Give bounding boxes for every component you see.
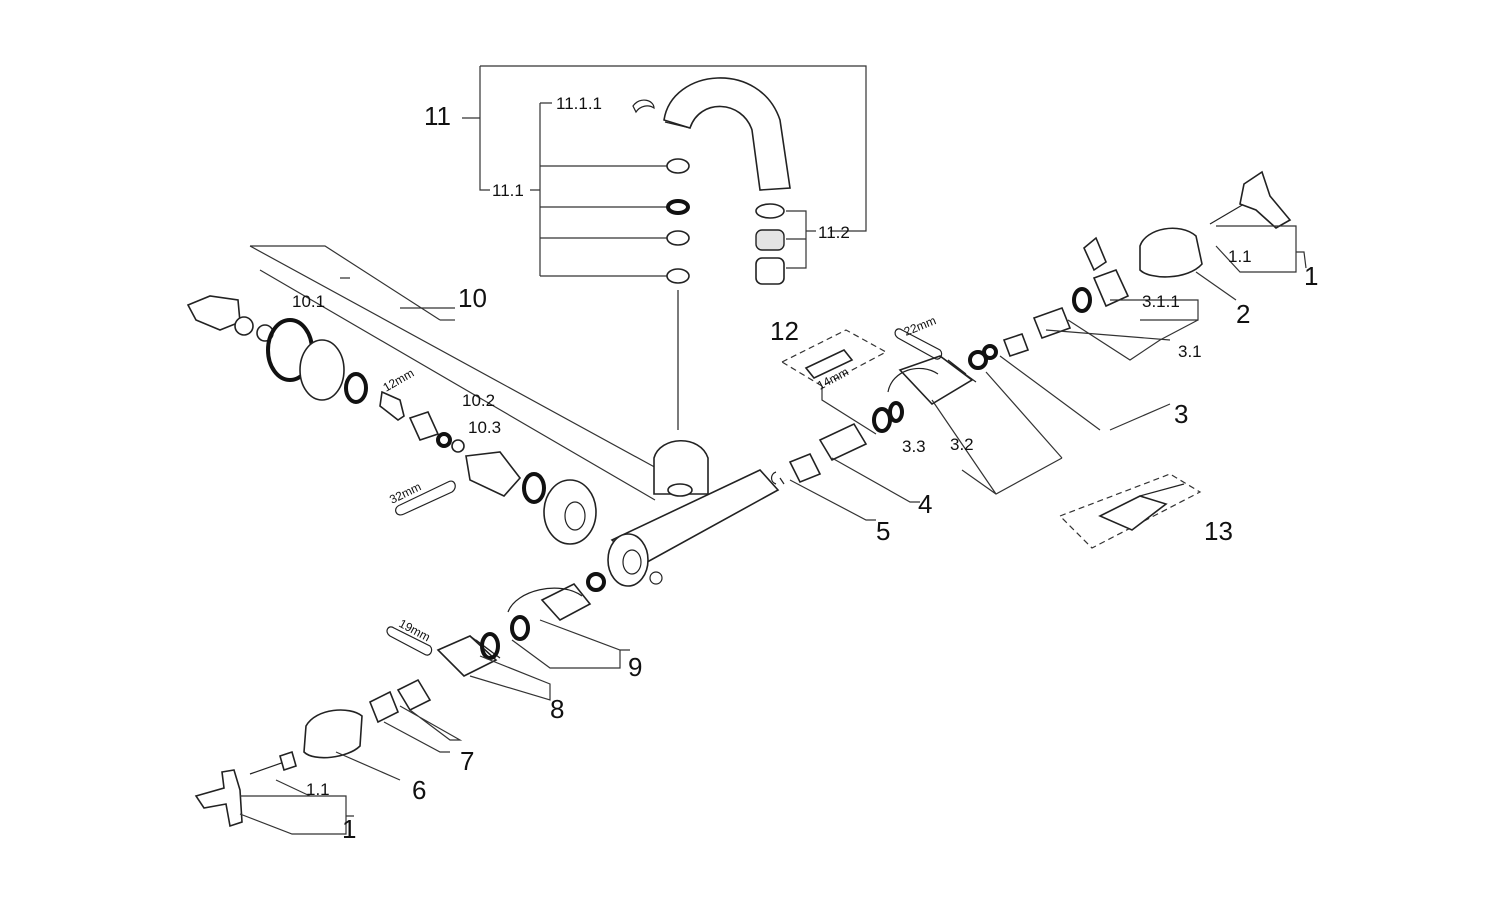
label-10: 10: [458, 283, 487, 313]
label-5: 5: [876, 516, 890, 546]
spout-group: [462, 65, 867, 430]
right-o-ring-c: [1072, 287, 1092, 313]
left-cartridge: [436, 635, 498, 677]
cover-flange-left: [543, 479, 597, 545]
left-valve-group: [194, 572, 630, 835]
label-6: 6: [412, 775, 426, 805]
right-cartridge: [898, 355, 974, 406]
wrench-32mm: [395, 480, 456, 516]
label-11-1-1: 11.1.1: [556, 94, 602, 113]
left-o-ring-9b: [510, 615, 530, 641]
right-o-ring-3-3: [872, 407, 892, 433]
label-3-3: 3.3: [902, 437, 926, 456]
label-7: 7: [460, 746, 474, 776]
tool-19mm: 19mm: [397, 616, 433, 644]
label-13: 13: [1204, 516, 1233, 546]
part-13-box: [1058, 473, 1202, 549]
left-nut-7: [368, 690, 400, 724]
right-o-ring-a: [968, 350, 988, 370]
tool-22mm: 22mm: [902, 313, 938, 338]
s-union: [186, 295, 241, 331]
label-4: 4: [918, 489, 932, 519]
part-labels: 11 11.1.1 11.1 11.2 10 10.1 10.2 10.3 12…: [292, 94, 1318, 844]
right-extension-small: [788, 452, 822, 484]
left-o-ring-9a: [586, 572, 606, 592]
hex-key-12mm: [379, 390, 405, 421]
connection-group: [186, 245, 661, 545]
left-handle-sleeve: [303, 709, 363, 759]
nut-ring: [299, 339, 345, 401]
label-1-top: 1: [1304, 261, 1318, 291]
spout-o-ring: [666, 199, 690, 215]
left-bush-7: [396, 678, 432, 712]
part-13-cartridge: [1098, 495, 1168, 531]
aerator-ring: [755, 203, 785, 219]
wrench-19mm: [386, 626, 433, 656]
label-9: 9: [628, 652, 642, 682]
eccentric-union: [465, 451, 522, 497]
left-cross-handle: [194, 769, 243, 828]
right-cross-handle: [1239, 170, 1292, 229]
label-10-3: 10.3: [468, 418, 501, 437]
right-lever: [1083, 236, 1107, 272]
spout-washer-a: [666, 158, 690, 174]
aerator-insert: [755, 229, 785, 251]
label-10-2: 10.2: [462, 391, 495, 410]
check-valve: [451, 439, 465, 453]
part-13-group: [1058, 473, 1202, 549]
part-12-group: [780, 329, 888, 435]
lock-ring: [344, 372, 368, 404]
label-1-1-top: 1.1: [1228, 247, 1252, 266]
body-o-ring-left: [522, 472, 546, 504]
part-12-tool: [804, 349, 854, 379]
label-11-1: 11.1: [492, 181, 524, 200]
spout-washer-c: [666, 268, 690, 284]
body-left-outlet: [607, 533, 649, 587]
tool-12mm: 12mm: [381, 366, 417, 395]
right-spindle: [1002, 332, 1030, 358]
right-valve-group: [770, 170, 1307, 521]
left-o-ring-8: [480, 632, 500, 660]
right-stem: [1209, 203, 1245, 225]
body-top-mount: [653, 439, 709, 495]
union-seal: [234, 316, 254, 336]
mixer-body: [607, 439, 785, 587]
small-o-ring-a: [436, 432, 452, 448]
label-3: 3: [1174, 399, 1188, 429]
label-1-bottom: 1: [342, 814, 356, 844]
label-11-2: 11.2: [818, 223, 850, 242]
label-3-1-1: 3.1.1: [1142, 292, 1180, 311]
right-nut: [1092, 268, 1130, 308]
part-12-box: [780, 329, 888, 387]
label-10-1: 10.1: [292, 292, 325, 311]
filter-insert: [408, 411, 440, 441]
spout-tube: [663, 77, 791, 191]
right-o-ring-3-2: [888, 401, 904, 423]
right-extension: [818, 422, 868, 462]
right-o-ring-b: [982, 344, 998, 360]
label-11: 11: [424, 101, 451, 131]
label-8: 8: [550, 694, 564, 724]
label-1-1-bottom: 1.1: [306, 780, 330, 799]
label-3-2: 3.2: [950, 435, 974, 454]
right-handle-sleeve: [1139, 227, 1203, 278]
wrench-22mm: [894, 328, 943, 360]
right-adapter: [1032, 306, 1072, 340]
label-12: 12: [770, 316, 799, 346]
aerator-housing: [755, 257, 785, 285]
left-small-nut: [279, 750, 297, 772]
label-2: 2: [1236, 299, 1250, 329]
spout-clip: [632, 99, 655, 114]
spout-washer-b: [666, 230, 690, 246]
label-3-1: 3.1: [1178, 342, 1202, 361]
